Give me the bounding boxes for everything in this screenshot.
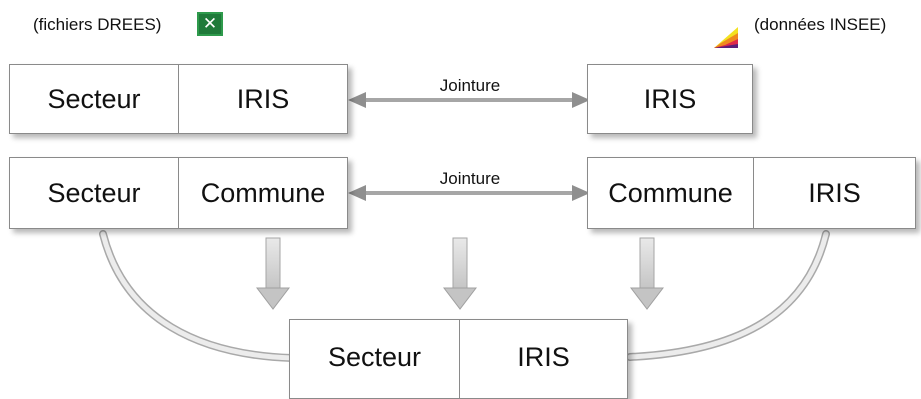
down-arrow-left — [255, 237, 291, 310]
join-label-row1: Jointure — [439, 76, 501, 95]
connectors — [99, 92, 830, 362]
insee-table-iris: IRIS — [587, 64, 753, 134]
column-secteur: Secteur — [47, 83, 141, 114]
column-secteur: Secteur — [47, 177, 141, 208]
column-secteur: Secteur — [327, 342, 422, 372]
join-label-row2: Jointure — [439, 169, 501, 188]
down-arrow-middle — [442, 237, 478, 310]
join-arrow-row1 — [348, 92, 590, 108]
column-iris: IRIS — [178, 65, 347, 133]
column-iris: IRIS — [459, 320, 627, 398]
column-iris: IRIS — [752, 158, 915, 228]
result-table-secteur-iris: Secteur IRIS — [289, 319, 628, 399]
drees-table-secteur-commune: Secteur Commune — [9, 157, 348, 229]
insee-data-icon — [714, 27, 738, 48]
column-commune: Commune — [608, 177, 733, 208]
source-label-insee: (données INSEE) — [754, 15, 887, 34]
join-arrow-row2 — [348, 185, 590, 201]
down-arrow-right — [629, 237, 665, 310]
excel-icon: ✕ — [197, 12, 223, 36]
source-label-drees: (fichiers DREES) — [33, 15, 162, 34]
column-commune: Commune — [178, 158, 347, 228]
drees-table-secteur-iris: Secteur IRIS — [9, 64, 348, 134]
diagram: (fichiers DREES) ✕ (données INSEE) Secte… — [9, 12, 916, 399]
column-iris: IRIS — [643, 83, 697, 114]
insee-table-commune-iris: Commune IRIS — [587, 157, 916, 229]
